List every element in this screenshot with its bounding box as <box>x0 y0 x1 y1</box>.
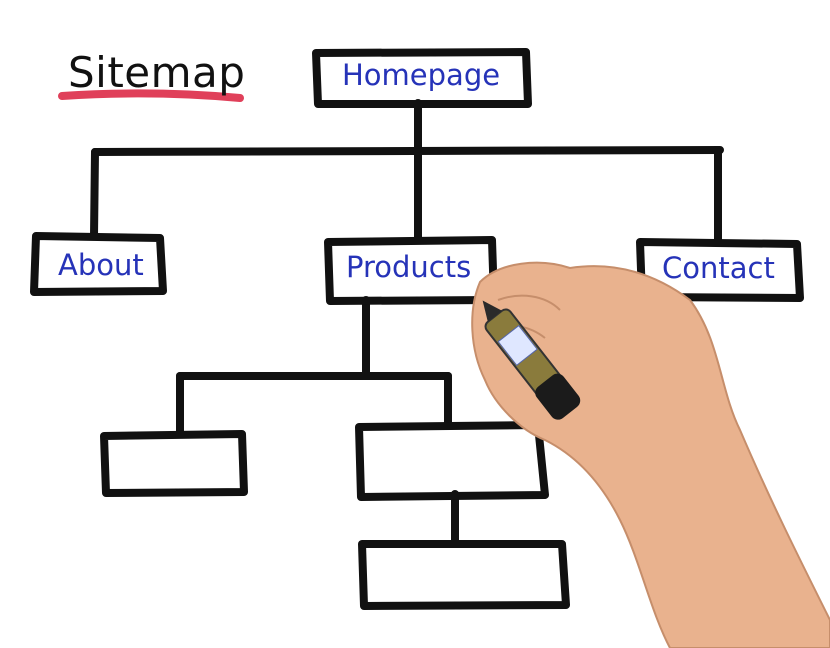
about-box <box>30 232 167 296</box>
sub-box-middle <box>355 421 549 501</box>
title-underline <box>58 89 244 102</box>
connector-to-about <box>90 148 99 240</box>
connector-level1-bus <box>91 146 724 156</box>
sub-box-left <box>100 430 248 497</box>
page-title: Sitemap <box>68 48 246 97</box>
about-label: About <box>58 248 144 282</box>
homepage-box <box>312 48 532 108</box>
products-label: Products <box>346 250 472 284</box>
contact-label: Contact <box>662 251 775 285</box>
homepage-label: Homepage <box>342 58 501 92</box>
marker-cap <box>535 373 581 420</box>
connectors <box>90 99 724 547</box>
marker-tip <box>482 300 503 322</box>
marker-label <box>497 324 538 366</box>
hand-holding-marker-icon <box>471 261 830 648</box>
hand-shape <box>471 261 830 648</box>
sub-box-bottom <box>358 540 570 610</box>
